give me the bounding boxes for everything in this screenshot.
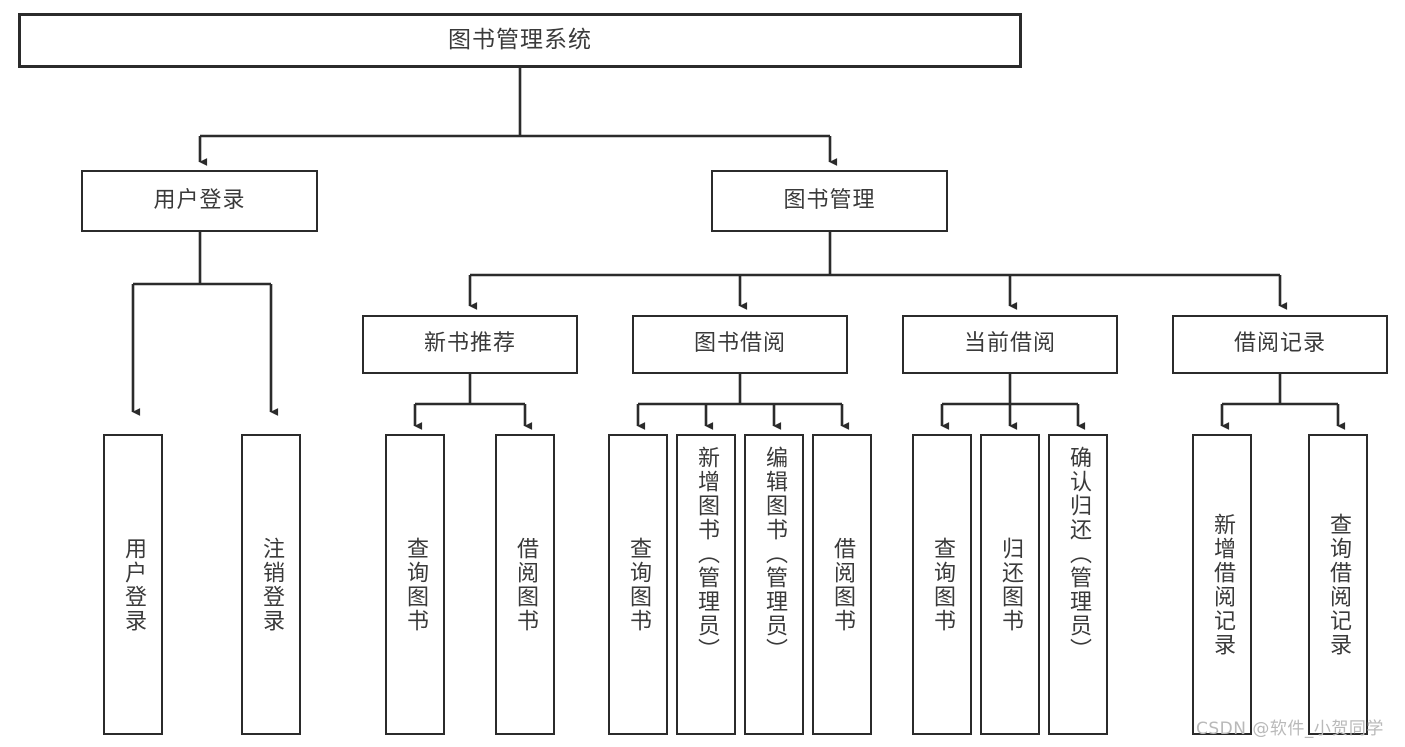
node-leaf-user-logout-label: 注销登录: [258, 536, 284, 633]
node-leaf-borrow-book-2-label: 借阅图书: [829, 536, 855, 633]
node-leaf-edit-book-admin-label: 编辑图书（管理员）: [761, 446, 787, 662]
node-leaf-borrow-book-1[interactable]: 借阅图书: [495, 434, 555, 735]
node-leaf-query-book-1-label: 查询图书: [402, 536, 428, 633]
node-leaf-query-book-1[interactable]: 查询图书: [385, 434, 445, 735]
node-borrow-record-label: 借阅记录: [1233, 331, 1326, 357]
node-leaf-user-login[interactable]: 用户登录: [103, 434, 163, 735]
node-current-borrow-label: 当前借阅: [963, 331, 1056, 357]
node-borrow-record[interactable]: 借阅记录: [1172, 315, 1388, 374]
node-root[interactable]: 图书管理系统: [18, 13, 1022, 68]
node-leaf-borrow-book-2[interactable]: 借阅图书: [812, 434, 872, 735]
node-book-management[interactable]: 图书管理: [711, 170, 948, 232]
node-leaf-add-borrow-record-label: 新增借阅记录: [1209, 512, 1235, 657]
node-book-borrow[interactable]: 图书借阅: [632, 315, 848, 374]
node-new-book-recommend-label: 新书推荐: [423, 331, 516, 357]
node-leaf-add-book-admin[interactable]: 新增图书（管理员）: [676, 434, 736, 735]
node-current-borrow[interactable]: 当前借阅: [902, 315, 1118, 374]
node-leaf-add-borrow-record[interactable]: 新增借阅记录: [1192, 434, 1252, 735]
node-leaf-query-book-2-label: 查询图书: [625, 536, 651, 633]
node-root-label: 图书管理系统: [448, 26, 592, 53]
watermark-text: CSDN @软件_小贺同学: [1196, 719, 1384, 739]
node-leaf-query-book-2[interactable]: 查询图书: [608, 434, 668, 735]
node-leaf-return-book[interactable]: 归还图书: [980, 434, 1040, 735]
node-leaf-borrow-book-1-label: 借阅图书: [512, 536, 538, 633]
node-leaf-query-book-3[interactable]: 查询图书: [912, 434, 972, 735]
node-book-borrow-label: 图书借阅: [693, 331, 786, 357]
node-new-book-recommend[interactable]: 新书推荐: [362, 315, 578, 374]
node-user-login[interactable]: 用户登录: [81, 170, 318, 232]
node-book-management-label: 图书管理: [783, 187, 876, 213]
node-leaf-edit-book-admin[interactable]: 编辑图书（管理员）: [744, 434, 804, 735]
node-leaf-query-book-3-label: 查询图书: [929, 536, 955, 633]
node-leaf-query-borrow-record[interactable]: 查询借阅记录: [1308, 434, 1368, 735]
node-leaf-add-book-admin-label: 新增图书（管理员）: [693, 446, 719, 662]
node-user-login-label: 用户登录: [153, 187, 246, 213]
node-leaf-user-logout[interactable]: 注销登录: [241, 434, 301, 735]
node-leaf-user-login-label: 用户登录: [120, 536, 146, 633]
node-leaf-query-borrow-record-label: 查询借阅记录: [1325, 512, 1351, 657]
node-leaf-return-book-label: 归还图书: [997, 536, 1023, 633]
node-leaf-confirm-return-label: 确认归还（管理员）: [1065, 446, 1091, 662]
node-leaf-confirm-return[interactable]: 确认归还（管理员）: [1048, 434, 1108, 735]
